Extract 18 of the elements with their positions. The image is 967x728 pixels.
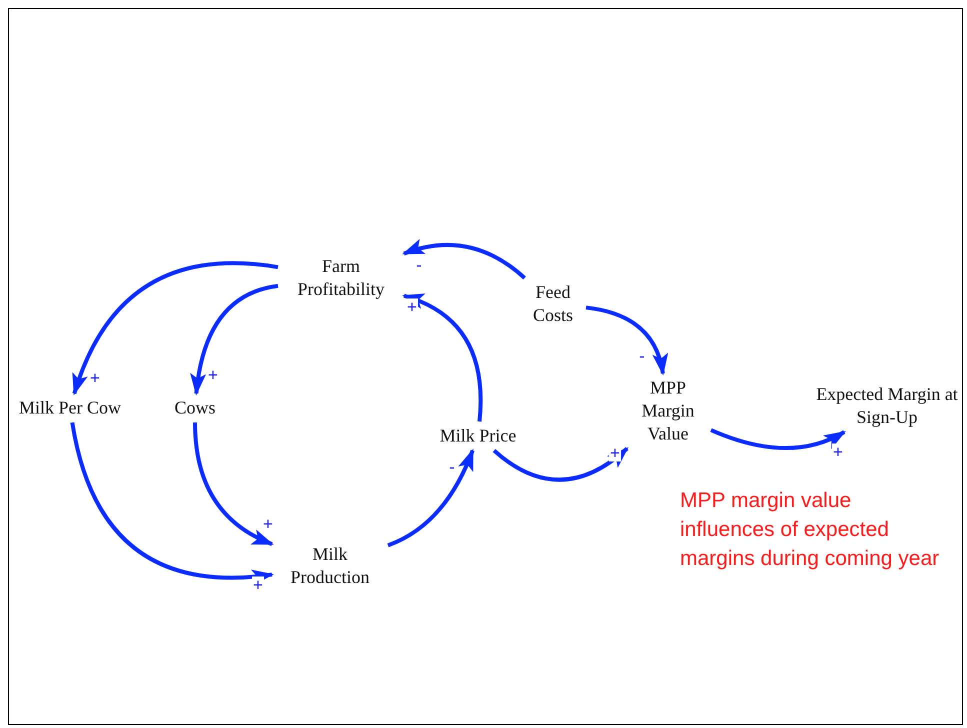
variable-label: Cows xyxy=(174,398,216,418)
variable-label: Feed Costs xyxy=(532,282,574,325)
causal-arrow xyxy=(586,306,668,376)
causal-arrow xyxy=(190,284,278,396)
causal-arrow xyxy=(402,294,483,422)
variable-label: Farm Profitability xyxy=(298,256,384,299)
causal-arrow xyxy=(492,446,629,482)
causal-arrow xyxy=(193,422,274,546)
variable-label: MPP Margin Value xyxy=(642,378,694,444)
causal-arrow xyxy=(387,448,474,548)
note-text: MPP margin value influences of expected margins during coming year xyxy=(680,488,940,572)
causal-arrow xyxy=(72,261,278,396)
variable-label: Expected Margin at Sign-Up xyxy=(816,384,958,427)
causal-arrow xyxy=(710,428,846,450)
variable-label: Milk Production xyxy=(290,544,370,587)
variable-label: Milk Price xyxy=(440,426,516,446)
causal-arrow xyxy=(402,240,526,280)
variable-label: Milk Per Cow xyxy=(18,398,121,418)
